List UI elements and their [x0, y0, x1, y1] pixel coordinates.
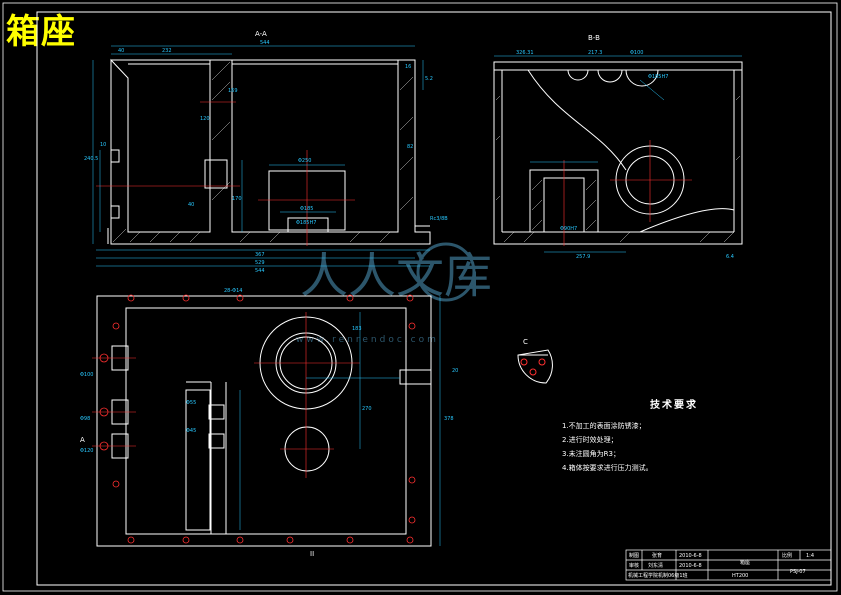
bb-dim-side: 6.4 [726, 254, 734, 260]
plan-dim-right-h: 378 [444, 416, 454, 422]
plan-section-mark: A [80, 436, 85, 444]
tb-r2-c1: 审核 [629, 562, 639, 569]
bb-hatch [495, 95, 741, 243]
aa-hatch [112, 61, 414, 243]
tech-req-2: 2.进行时效处理； [562, 435, 618, 444]
aa-dim-small-b: 40 [188, 202, 194, 208]
plan-dim-boss-a: Φ55 [186, 400, 196, 406]
view-aa [107, 58, 431, 245]
bb-section-label: B-B [588, 34, 600, 42]
aa-dim-bot-overall: 544 [255, 268, 265, 274]
plan-dim-left-a: Φ100 [80, 372, 93, 378]
tb-r1-c6: 1:4 [806, 553, 814, 559]
bb-dim-lines [494, 55, 742, 253]
tb-r2-c2: 刘东清 [648, 562, 663, 569]
drawing-title: 箱座 [6, 12, 76, 52]
tb-r1-c1: 制图 [629, 552, 639, 559]
view-bb [493, 61, 743, 245]
c-section-label: C [523, 338, 528, 346]
bb-dim-top-right: Φ100 [630, 50, 643, 56]
view-c [517, 349, 553, 384]
plan-dim-right-b: 20 [452, 368, 458, 374]
plan-mark-ii: II [310, 550, 314, 558]
aa-dim-top-left: 232 [162, 48, 172, 54]
bb-centerlines [563, 140, 692, 246]
plan-dim-mid-v: 270 [362, 406, 372, 412]
aa-dim-mid-height: 169 [228, 88, 238, 94]
aa-dim-bot-left: 367 [255, 252, 265, 258]
aa-dim-bore-small: Φ185 [300, 206, 313, 212]
plan-dim-lines [239, 296, 441, 546]
aa-dim-inner-b: 120 [200, 116, 210, 122]
aa-dim-lines [92, 45, 430, 267]
plan-dim-left-c: Φ120 [80, 448, 93, 454]
view-plan [96, 295, 432, 547]
plan-dim-tl: 28-Φ14 [224, 288, 242, 294]
aa-mark-right: Rc3/8B [430, 216, 448, 222]
watermark-text: 人人文库 [300, 248, 492, 304]
title-block [625, 549, 832, 581]
aa-dim-right-a: 16 [405, 64, 411, 70]
plan-dim-left-b: Φ98 [80, 416, 90, 422]
aa-dim-left-height: 240.5 [84, 156, 98, 162]
tb-r2-c3: 2010-6-8 [679, 563, 702, 569]
aa-section-label: A-A [255, 30, 267, 38]
bb-dim-bot-a: Φ90H7 [560, 226, 577, 232]
aa-dim-top-small: 40 [118, 48, 124, 54]
tech-req-1: 1.不加工的表面涂防锈漆； [562, 421, 646, 430]
tb-r3-c3: PSJ-07 [790, 569, 806, 575]
tb-r3-c1: 机械工程学院机制06级1班 [628, 572, 688, 579]
plan-dim-mid-h: 183 [352, 326, 362, 332]
aa-dim-top-overall: 544 [260, 40, 270, 46]
tech-req-4: 4.箱体按要求进行压力测试。 [562, 463, 653, 472]
aa-dim-bore: Φ250 [298, 158, 311, 164]
watermark-url: www.renrendoc.com [296, 335, 439, 345]
plan-centerlines [92, 312, 360, 478]
bb-dim-top-left: 326.31 [516, 50, 534, 56]
aa-dim-bore-tol: Φ185H7 [296, 220, 316, 226]
bb-dim-bot-b: 257.9 [576, 254, 590, 260]
aa-dim-bot-mid: 529 [255, 260, 265, 266]
plan-dim-boss-b: Φ45 [186, 428, 196, 434]
tech-req-3: 3.未注圆角为R3； [562, 449, 620, 458]
aa-dim-inner-a: 82 [407, 144, 413, 150]
tech-req-title: 技术要求 [650, 398, 698, 411]
plan-bolt-holes [99, 294, 416, 544]
tb-r1-c4: 箱座 [740, 559, 750, 566]
inner-border [36, 11, 832, 586]
watermark: 人人文库 www.renrendoc.com [296, 242, 492, 345]
tb-r1-c2: 张育 [652, 552, 662, 559]
bb-dim-bore: Φ185H7 [648, 74, 668, 80]
aa-dim-right-b: 5.2 [425, 76, 433, 82]
aa-dim-small-a: 10 [100, 142, 106, 148]
tb-r3-c2: HT200 [732, 573, 748, 579]
aa-centerlines [96, 101, 355, 246]
tb-r1-c5: 比例 [782, 552, 792, 559]
tb-r1-c3: 2010-6-8 [679, 553, 702, 559]
bb-dim-top-mid: 217.3 [588, 50, 602, 56]
aa-dim-inner-height: 170 [232, 196, 242, 202]
